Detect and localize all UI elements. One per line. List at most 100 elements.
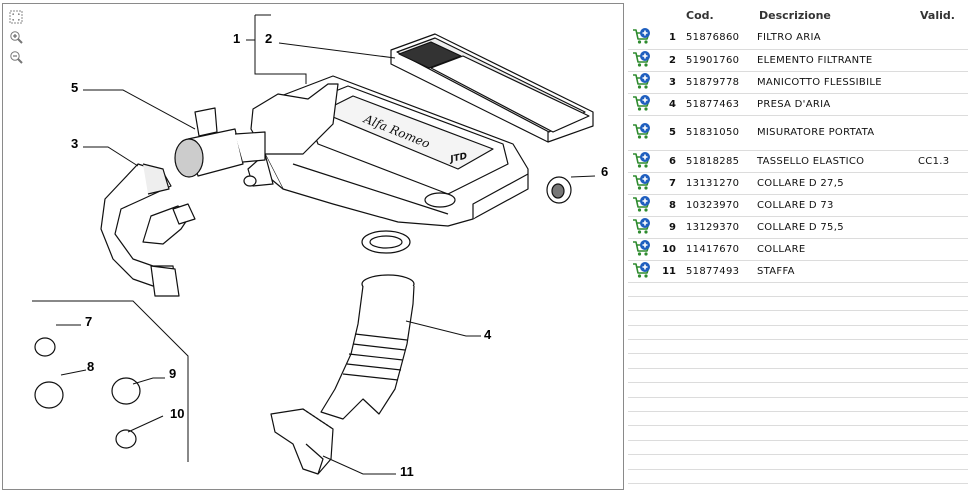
add-to-cart-icon[interactable] [632,239,652,260]
empty-row [628,296,968,312]
header-cart [628,3,662,27]
add-to-cart-icon[interactable] [632,151,652,172]
row-pos: 7 [662,172,686,195]
callout-4[interactable]: 4 [484,327,492,342]
row-pos: 10 [662,238,686,261]
add-to-cart-button[interactable] [628,27,662,50]
add-to-cart-button[interactable] [628,194,662,217]
empty-row [628,397,968,413]
air-intake-duct-drawing [320,274,415,420]
empty-row [628,454,968,470]
row-code: 51901760 [686,49,757,72]
row-validity [918,49,968,72]
row-description: COLLARE D 73 [757,194,918,217]
add-to-cart-button[interactable] [628,71,662,94]
add-to-cart-icon[interactable] [632,173,652,194]
row-pos: 6 [662,150,686,173]
empty-row [628,382,968,398]
empty-row [628,440,968,456]
row-description: COLLARE D 27,5 [757,172,918,195]
row-description: TASSELLO ELASTICO [757,150,918,173]
callout-5[interactable]: 5 [71,80,79,95]
empty-row [628,339,968,355]
filter-element-drawing [390,33,594,143]
row-description: FILTRO ARIA [757,27,918,50]
header-descrizione[interactable]: Descrizione [759,8,831,22]
empty-row [628,282,968,297]
row-code: 13131270 [686,172,757,195]
add-to-cart-icon[interactable] [632,50,652,71]
callout-6[interactable]: 6 [601,164,609,179]
callout-11[interactable]: 11 [400,464,414,479]
add-to-cart-icon[interactable] [632,72,652,93]
add-to-cart-icon[interactable] [632,261,652,282]
row-validity [918,194,968,217]
add-to-cart-button[interactable] [628,216,662,239]
empty-row [628,425,968,441]
add-to-cart-icon[interactable] [632,195,652,216]
header-cod[interactable]: Cod. [686,8,714,22]
callout-10[interactable]: 10 [170,406,185,421]
header-valid[interactable]: Valid. [920,8,955,22]
add-to-cart-button[interactable] [628,150,662,173]
row-validity [918,172,968,195]
row-validity [918,115,968,151]
row-description: ELEMENTO FILTRANTE [757,49,918,72]
maf-sensor-drawing [174,107,266,178]
row-validity [918,71,968,94]
add-to-cart-button[interactable] [628,49,662,72]
row-code: 51818285 [686,150,757,173]
empty-row [628,411,968,427]
zoom-out-icon[interactable] [9,50,23,64]
bracket-drawing [270,408,334,475]
parts-drawing: Alfa Romeo JTD [32,14,596,475]
row-code: 13129370 [686,216,757,239]
row-validity [918,216,968,239]
row-pos: 4 [662,93,686,116]
zoom-toolbar [9,10,27,70]
row-description: COLLARE D 75,5 [757,216,918,239]
row-description: MANICOTTO FLESSIBILE [757,71,918,94]
callout-7[interactable]: 7 [85,314,93,329]
row-code: 51877463 [686,93,757,116]
add-to-cart-icon[interactable] [632,123,652,143]
add-to-cart-icon[interactable] [632,94,652,115]
add-to-cart-button[interactable] [628,238,662,261]
add-to-cart-icon[interactable] [632,217,652,238]
row-description: STAFFA [757,260,918,283]
callout-8[interactable]: 8 [87,359,95,374]
row-pos: 9 [662,216,686,239]
zoom-in-icon[interactable] [9,30,23,44]
add-to-cart-icon[interactable] [632,28,652,48]
row-validity: CC1.3 [918,150,968,173]
row-description: PRESA D'ARIA [757,93,918,116]
exploded-parts-diagram[interactable]: Alfa Romeo JTD [2,3,624,490]
add-to-cart-button[interactable] [628,93,662,116]
flexible-hose-drawing [100,163,196,297]
callout-3[interactable]: 3 [71,136,79,151]
empty-row [628,310,968,326]
callout-2[interactable]: 2 [265,31,273,46]
add-to-cart-button[interactable] [628,172,662,195]
row-pos: 5 [662,115,686,151]
hose-clamps-drawing [34,337,141,449]
add-to-cart-button[interactable] [628,260,662,283]
empty-row [628,469,968,484]
fit-icon[interactable] [9,10,23,24]
callout-9[interactable]: 9 [169,366,177,381]
row-pos: 2 [662,49,686,72]
callout-1[interactable]: 1 [233,31,241,46]
add-to-cart-button[interactable] [628,115,662,151]
